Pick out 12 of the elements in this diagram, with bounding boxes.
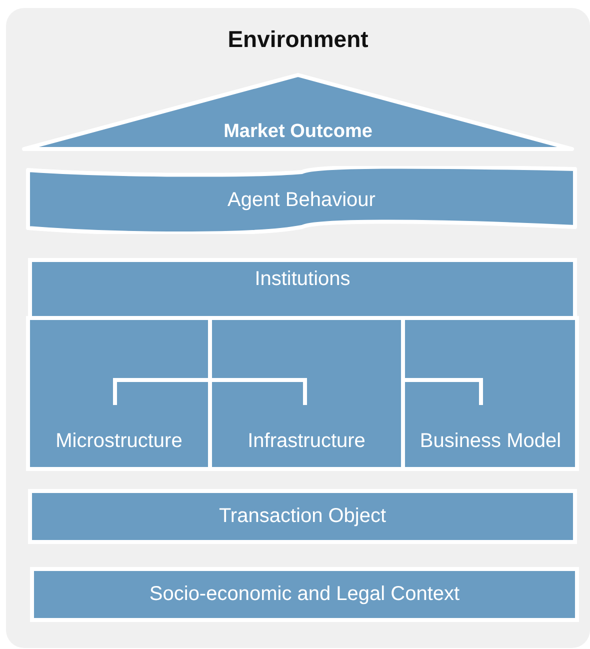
cell-label: Microstructure: [56, 430, 182, 453]
box-label: Institutions: [254, 268, 350, 291]
banner-label: Agent Behaviour: [228, 188, 376, 212]
box-label: Transaction Object: [218, 505, 386, 528]
bar-box: [28, 489, 577, 544]
diagram-heading: Environment: [228, 26, 368, 53]
box-label: Socio-economic and Legal Context: [149, 583, 460, 606]
cell-label: Business Model: [420, 430, 562, 453]
roof-label: Market Outcome: [224, 121, 372, 143]
bar-box: [30, 567, 579, 622]
cell-label: Infrastructure: [248, 430, 366, 453]
environment-panel: [6, 8, 590, 648]
